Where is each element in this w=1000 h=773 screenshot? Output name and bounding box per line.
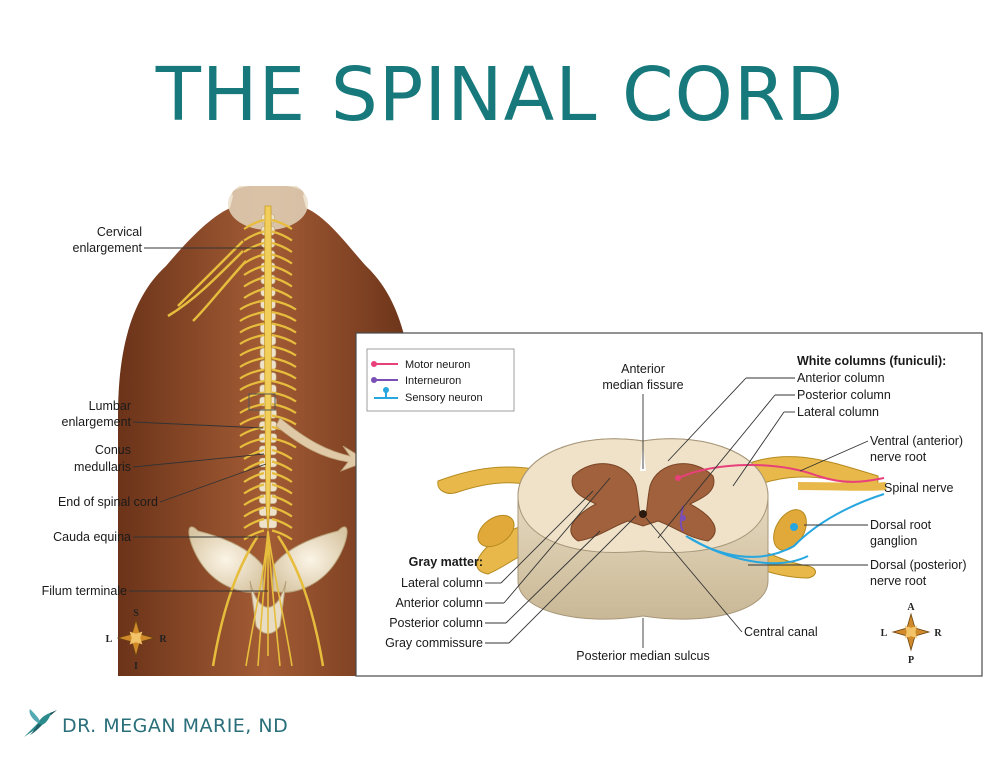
label-gray-commissure: Gray commissure [385,636,483,650]
label-lumbar-1: Lumbar [89,399,131,413]
label-cervical-2: enlargement [73,241,143,255]
label-dorsal-ganglion-2: ganglion [870,534,917,548]
label-conus-2: medullaris [74,460,131,474]
label-gm-lateral: Lateral column [401,576,483,590]
page-title: THE SPINAL CORD [0,58,1000,132]
brand-footer: DR. MEGAN MARIE, ND [20,706,288,746]
label-spinal-nerve: Spinal nerve [884,481,954,495]
anatomy-svg: Cervical enlargement Lumbar enlargement … [18,186,983,678]
label-lumbar-2: enlargement [62,415,132,429]
legend-motor: Motor neuron [405,359,470,371]
legend-sensory: Sensory neuron [405,392,483,404]
compass-r: R [159,634,167,645]
label-dorsal-ganglion-1: Dorsal root [870,518,932,532]
label-central-canal: Central canal [744,625,818,639]
label-dorsal-root-2: nerve root [870,574,927,588]
label-cauda-equina: Cauda equina [53,530,131,544]
label-posterior-sulcus: Posterior median sulcus [576,649,709,663]
label-wc-posterior: Posterior column [797,388,891,402]
label-filum-terminale: Filum terminale [42,584,127,598]
compass-l2: L [881,628,888,639]
hummingbird-icon [20,707,58,745]
brand-name: DR. MEGAN MARIE, ND [62,715,288,737]
compass-p: P [908,655,914,666]
label-white-columns: White columns (funiculi): [797,354,946,368]
compass-i: I [134,661,138,672]
label-ventral-root-1: Ventral (anterior) [870,434,963,448]
label-wc-lateral: Lateral column [797,405,879,419]
label-gm-anterior: Anterior column [395,596,483,610]
compass-l: L [106,634,113,645]
compass-a: A [907,602,915,613]
label-wc-anterior: Anterior column [797,371,885,385]
label-conus-1: Conus [95,443,131,457]
compass-r2: R [934,628,942,639]
label-gm-posterior: Posterior column [389,616,483,630]
compass-s: S [133,608,139,619]
label-cervical-1: Cervical [97,225,142,239]
legend-inter: Interneuron [405,375,461,387]
legend: Motor neuron Interneuron Sensory neuron [367,349,514,411]
label-dorsal-root-1: Dorsal (posterior) [870,558,967,572]
label-end-of-cord: End of spinal cord [58,495,158,509]
anatomy-figure: Cervical enlargement Lumbar enlargement … [18,186,983,678]
label-ventral-root-2: nerve root [870,450,927,464]
label-anterior-fissure-1: Anterior [621,362,665,376]
label-anterior-fissure-2: median fissure [602,378,683,392]
label-gray-matter: Gray matter: [409,555,483,569]
